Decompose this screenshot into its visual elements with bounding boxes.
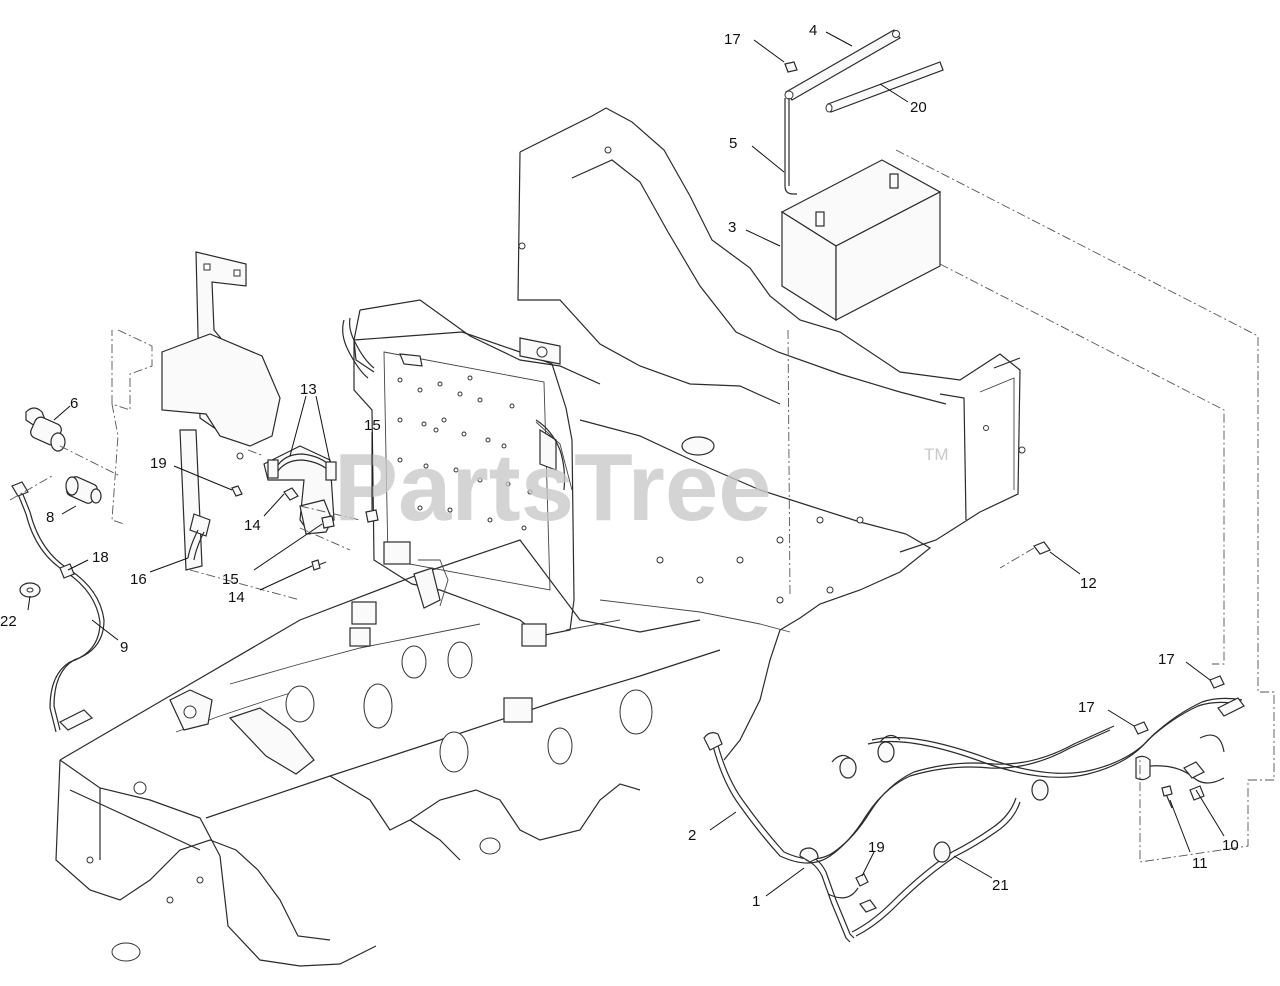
leader-lines — [27, 31, 1225, 897]
battery-cable-2 — [703, 725, 1115, 864]
fasteners-left — [231, 485, 379, 571]
callout-13: 13 — [300, 381, 317, 398]
hold-down-nut — [784, 61, 798, 73]
nut-12 — [1033, 541, 1051, 555]
callout-9: 9 — [120, 639, 128, 656]
j-bolt — [784, 98, 797, 195]
callout-15: 15 — [364, 417, 381, 434]
callout-20: 20 — [910, 99, 927, 116]
callout-22: 22 — [0, 613, 17, 630]
callout-17c: 17 — [1078, 699, 1095, 716]
battery-cable-1 — [799, 797, 1021, 943]
callout-12: 12 — [1080, 575, 1097, 592]
callout-15b: 15 — [222, 571, 239, 588]
battery-cable-9 — [11, 481, 105, 733]
main-frame — [55, 107, 1026, 967]
cable-main-loop — [867, 697, 1245, 801]
key-switch — [25, 407, 66, 452]
callout-3: 3 — [728, 219, 736, 236]
hour-meter — [65, 476, 102, 504]
control-panel-bracket — [161, 251, 335, 571]
callout-6: 6 — [70, 395, 78, 412]
fasteners-right — [1133, 675, 1225, 809]
callout-19b: 19 — [868, 839, 885, 856]
callout-11: 11 — [1192, 855, 1208, 872]
watermark-trademark: TM — [924, 445, 949, 464]
callout-2: 2 — [688, 827, 696, 844]
watermark: PartsTree — [334, 434, 772, 541]
callout-8: 8 — [46, 509, 54, 526]
cable-13 — [267, 453, 337, 481]
plate-holes — [397, 375, 533, 531]
callout-17b: 17 — [1158, 651, 1175, 668]
assembly-lines — [9, 149, 1275, 863]
callout-10: 10 — [1222, 837, 1239, 854]
callout-21: 21 — [992, 877, 1009, 894]
callout-1: 1 — [752, 893, 760, 910]
callout-17: 17 — [724, 31, 741, 48]
callout-labels: 17 4 20 5 3 6 19 13 15 14 8 16 15 14 18 … — [0, 22, 1239, 910]
callout-18: 18 — [92, 549, 109, 566]
callout-16: 16 — [130, 571, 147, 588]
callout-4: 4 — [809, 22, 817, 39]
harness-connector — [187, 513, 211, 561]
callout-14: 14 — [244, 517, 261, 534]
callout-19: 19 — [150, 455, 167, 472]
battery-hold-down-bar — [784, 29, 901, 101]
callout-14b: 14 — [228, 589, 245, 606]
battery — [780, 159, 942, 322]
callout-5: 5 — [729, 135, 737, 152]
